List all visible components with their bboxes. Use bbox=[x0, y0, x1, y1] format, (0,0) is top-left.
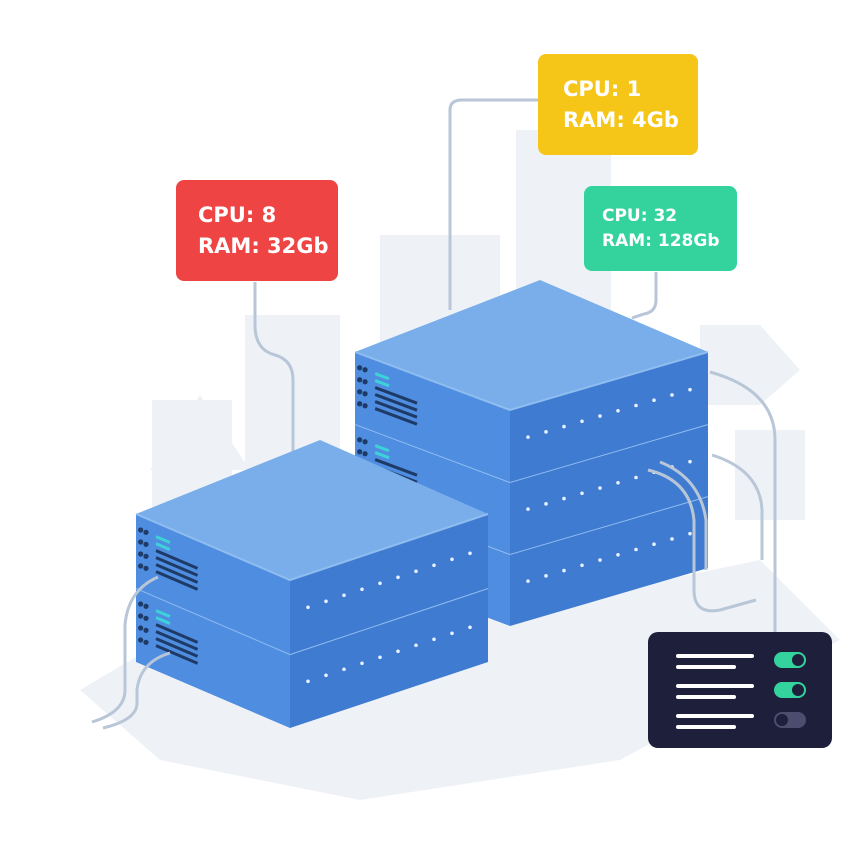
server-vent bbox=[155, 535, 199, 591]
panel-lines bbox=[676, 654, 754, 729]
server-ports bbox=[138, 527, 149, 571]
control-panel bbox=[648, 632, 832, 748]
server-vent bbox=[374, 372, 418, 426]
server-ports bbox=[357, 365, 368, 409]
toggle-group bbox=[774, 652, 806, 728]
spec-ram-text: RAM: 128Gb bbox=[602, 230, 720, 251]
server-vent bbox=[155, 609, 199, 665]
spec-label-yellow: CPU: 1 RAM: 4Gb bbox=[538, 54, 698, 155]
spec-cpu-text: CPU: 8 bbox=[198, 203, 277, 228]
toggle-switch-icon bbox=[774, 682, 806, 698]
spec-ram-text: RAM: 4Gb bbox=[563, 107, 679, 132]
server-unit bbox=[354, 280, 709, 482]
spec-ram-text: RAM: 32Gb bbox=[198, 233, 329, 258]
toggle-switch-icon bbox=[774, 712, 806, 728]
server-unit bbox=[135, 440, 489, 654]
server-stack-left bbox=[135, 440, 489, 728]
spec-cpu-text: CPU: 32 bbox=[602, 205, 678, 226]
spec-cpu-text: CPU: 1 bbox=[563, 77, 642, 102]
toggle-switch-icon bbox=[774, 652, 806, 668]
cables-back bbox=[253, 98, 658, 452]
server-ports bbox=[138, 601, 149, 645]
server-unit bbox=[135, 587, 489, 728]
spec-label-green: CPU: 32 RAM: 128Gb bbox=[584, 186, 737, 271]
server-indicators bbox=[526, 531, 692, 583]
spec-label-red: CPU: 8 RAM: 32Gb bbox=[176, 180, 338, 281]
cables-front bbox=[91, 370, 777, 730]
server-indicators bbox=[306, 551, 472, 610]
server-indicators bbox=[306, 625, 472, 684]
server-indicators bbox=[526, 387, 692, 439]
